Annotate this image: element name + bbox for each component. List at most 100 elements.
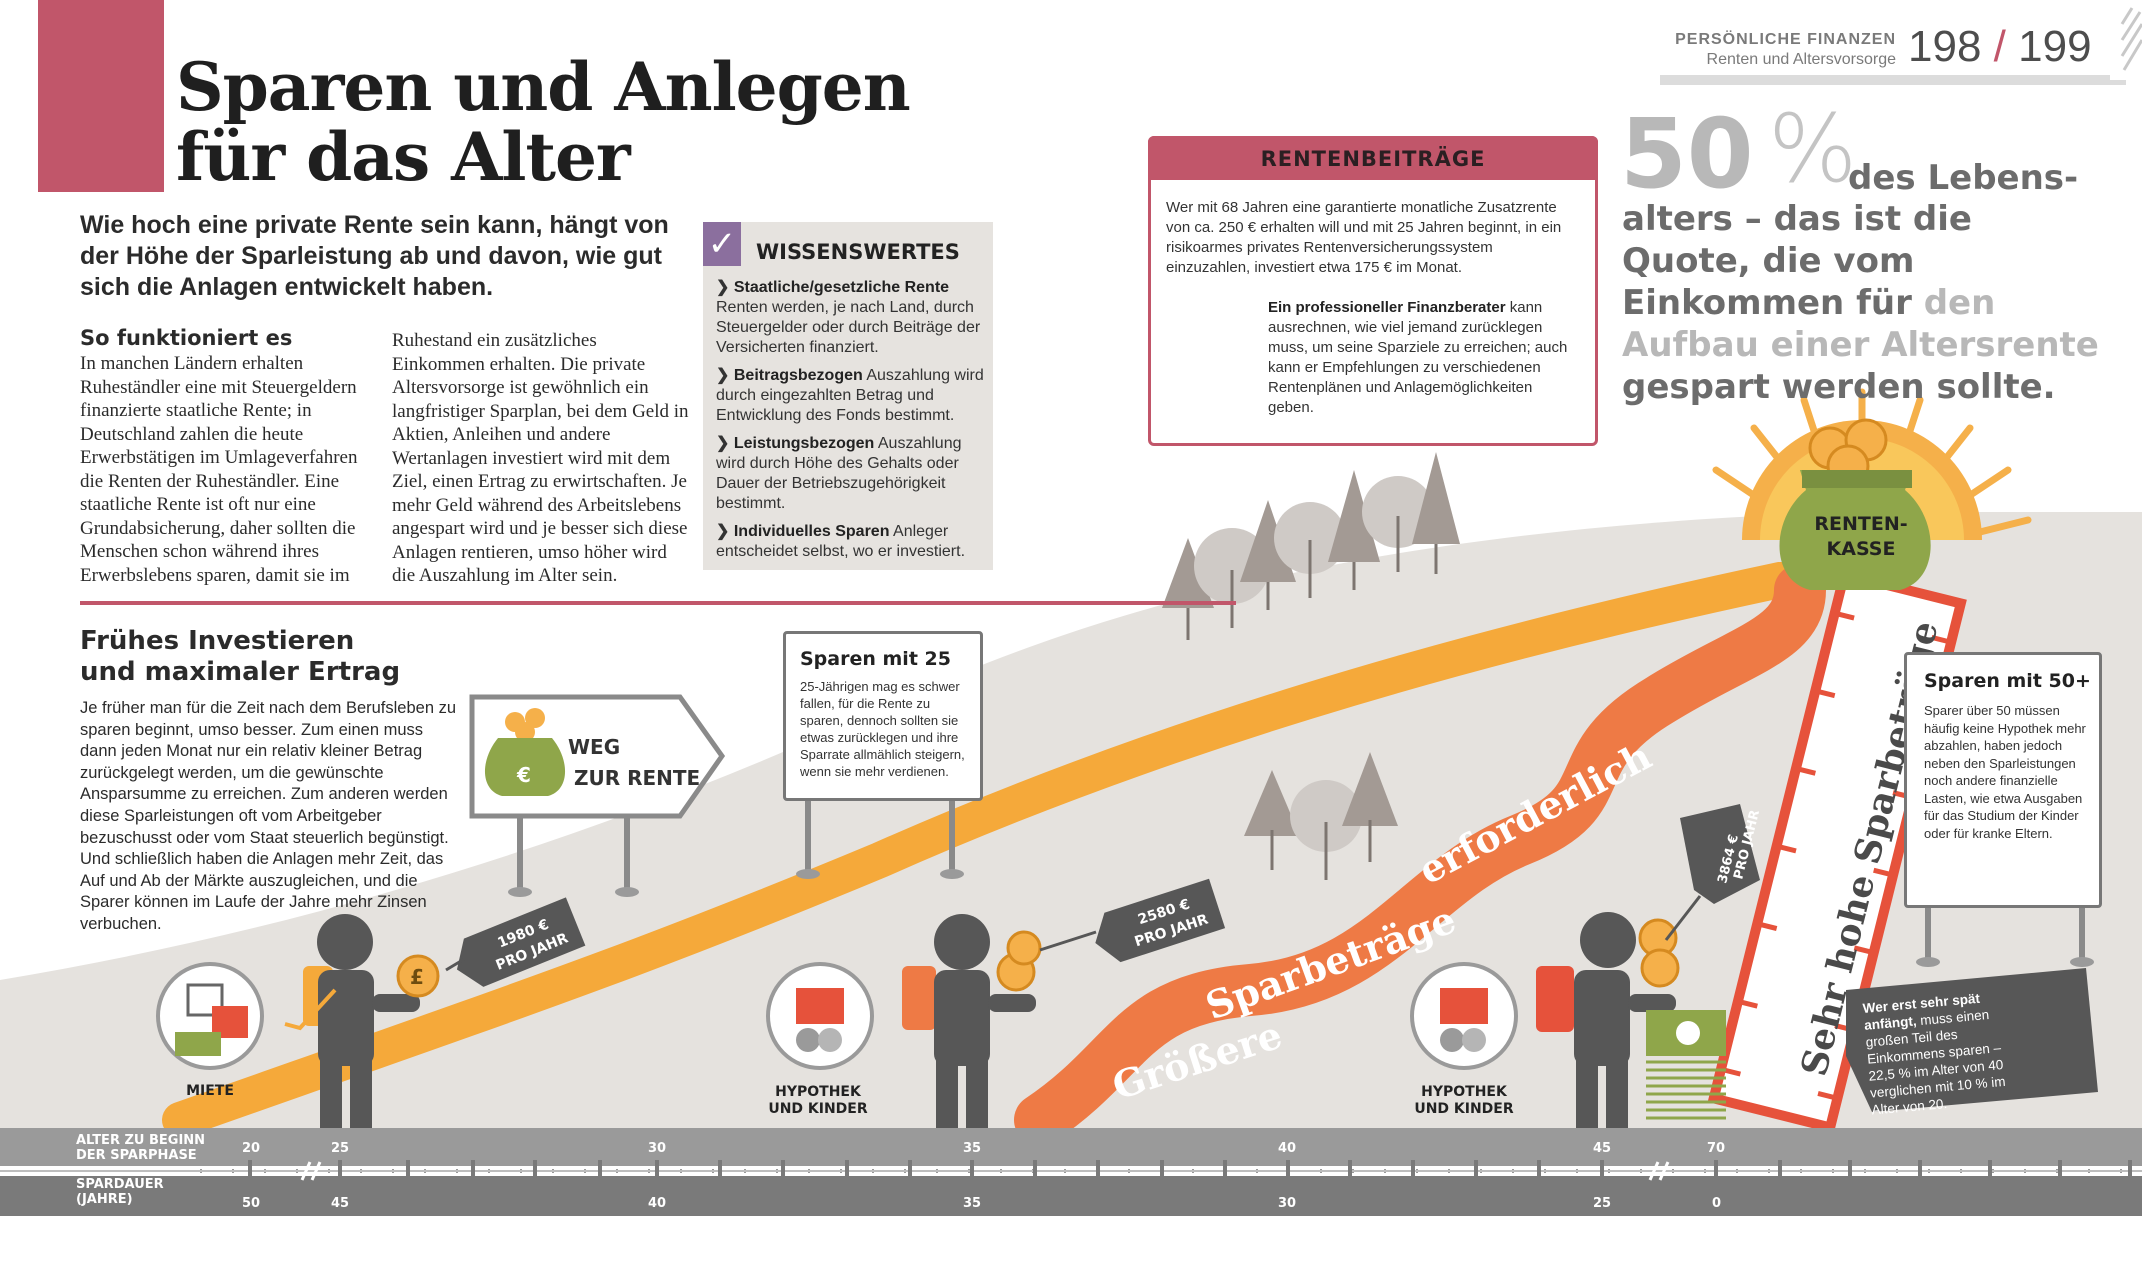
banknote-stack-icon — [1646, 1010, 1726, 1120]
weg-sign-line-2: ZUR RENTE — [574, 766, 701, 790]
age-tick: 35 — [963, 1141, 982, 1156]
list-item-term: Leistungsbezogen — [733, 435, 875, 452]
duration-tick: 45 — [331, 1196, 350, 1211]
corner-stripes — [2120, 7, 2142, 71]
page-separator: / — [1993, 22, 2006, 71]
rentenkasse-label: RENTEN- KASSE — [1808, 512, 1914, 562]
advisor-bold: Ein professioneller Finanzberater — [1268, 299, 1506, 316]
page-numbers: 198 / 199 — [1908, 22, 2092, 72]
red-savings-path — [1014, 564, 1826, 1146]
weg-sign-line-1: WEG — [568, 735, 621, 759]
sparen-25-text: 25-Jährigen mag es schwer fallen, für di… — [800, 679, 965, 779]
trees-top — [1162, 452, 1460, 640]
timeline-bar-top — [0, 1128, 2142, 1168]
saver-figure-3 — [1536, 912, 1680, 1130]
wissenswertes-title: WISSENSWERTES — [756, 240, 960, 264]
chevron-right-icon: ❯ — [716, 279, 734, 296]
title-line-2: für das Alter — [176, 118, 631, 196]
list-item: ❯ Individuelles Sparen Anleger entscheid… — [716, 522, 986, 562]
rentenbeitraege-paragraph-1: Wer mit 68 Jahren eine garantierte monat… — [1166, 199, 1562, 276]
age-tick: 20 — [242, 1141, 261, 1156]
age-tick: 30 — [648, 1141, 667, 1156]
duration-tick: 35 — [963, 1196, 982, 1211]
saver-figure-2 — [902, 914, 1042, 1130]
duration-tick: 0 — [1712, 1196, 1722, 1211]
house-family-icon-1 — [766, 962, 874, 1070]
list-item-term: Beitragsbezogen — [733, 367, 863, 384]
chevron-right-icon: ❯ — [716, 435, 734, 452]
trees-middle — [1244, 752, 1398, 880]
rent-calendar-icon — [156, 962, 264, 1070]
section-label: PERSÖNLICHE FINANZEN Renten und Altersvo… — [1660, 30, 1896, 70]
subsection-name: Renten und Altersvorsorge — [1706, 51, 1896, 68]
quote-first-line: des Lebens- — [1848, 158, 2079, 198]
rentenkasse-line-1: RENTEN- — [1814, 513, 1908, 535]
timeline-row1-label: ALTER ZU BEGINN DER SPARPHASE — [76, 1133, 205, 1163]
list-item-text: Auszahlung wird durch eingezahlten Betra… — [716, 367, 984, 424]
sign-posts-50 — [1925, 902, 2085, 960]
quote-highlight: den Aufbau einer Altersrente — [1622, 283, 2099, 365]
rentenkasse-line-2: KASSE — [1826, 538, 1896, 560]
label-kinder: UND KINDER — [768, 1101, 868, 1117]
header-ribbon — [38, 0, 164, 192]
svg-text:£: £ — [410, 965, 424, 989]
chevron-right-icon: ❯ — [716, 367, 734, 384]
bag-icon-small: € — [484, 708, 566, 796]
label-hypothek-1: HYPOTHEK UND KINDER — [768, 1084, 868, 1118]
label-hypothek: HYPOTHEK — [775, 1084, 861, 1100]
list-item: ❯ Staatliche/gesetzliche Rente Renten we… — [716, 278, 986, 358]
timeline-row2-label: SPARDAUER (JAHRE) — [76, 1177, 164, 1207]
list-item: ❯ Beitragsbezogen Auszahlung wird durch … — [716, 366, 986, 426]
sparen-50-box — [1904, 652, 2102, 908]
early-heading-line-1: Frühes Investieren — [80, 626, 355, 656]
list-item-term: Staatliche/gesetzliche Rente — [733, 279, 950, 296]
age-tick: 70 — [1707, 1141, 1726, 1156]
rentenbeitraege-paragraph-2: Ein professioneller Finanzberater kann a… — [1268, 298, 1582, 418]
timeline-bar-bottom — [0, 1176, 2142, 1216]
label-kinder: UND KINDER — [1414, 1101, 1514, 1117]
saver-figure-1: £ — [284, 914, 440, 1130]
sign-posts-25 — [805, 795, 955, 872]
page-title: Sparen und Anlegen für das Alter — [176, 52, 911, 196]
lead-text: Wie hoch eine private Rente sein kann, h… — [80, 211, 669, 301]
quote-part-a: alters – das ist die Quote, die vom Eink… — [1622, 199, 1972, 323]
duration-tick: 40 — [648, 1196, 667, 1211]
label-hypothek: HYPOTHEK — [1421, 1084, 1507, 1100]
advisor-text: kann ausrechnen, wie viel jemand zurückl… — [1268, 299, 1568, 416]
section-name: PERSÖNLICHE FINANZEN — [1675, 31, 1896, 48]
how-column-1: In manchen Ländern erhalten Ruheständler… — [80, 353, 358, 586]
label-miete: MIETE — [186, 1083, 234, 1099]
wissenswertes-box — [703, 222, 993, 570]
sparen-50-text: Sparer über 50 müssen häufig keine Hypot… — [1924, 703, 2086, 841]
weg-sign: € — [469, 694, 726, 897]
list-item: ❯ Leistungsbezogen Auszahlung wird durch… — [716, 434, 986, 514]
list-item-text: Anleger entscheidet selbst, wo er invest… — [716, 523, 966, 560]
list-item-text: Renten werden, je nach Land, durch Steue… — [716, 299, 981, 356]
orange-savings-path — [162, 562, 1818, 1138]
money-bag-icon — [1779, 418, 1931, 590]
sparen-25-title: Sparen mit 25 — [800, 648, 951, 670]
page-left: 198 — [1908, 22, 1982, 71]
timeline-row2-label-a: SPARDAUER — [76, 1177, 164, 1192]
sparen-50-title: Sparen mit 50+ — [1924, 670, 2091, 692]
duration-tick: 30 — [1278, 1196, 1297, 1211]
house-family-icon-2 — [1410, 962, 1518, 1070]
checkmark-icon: ✓ — [703, 222, 741, 266]
page-right: 199 — [2018, 22, 2092, 71]
age-tick: 45 — [1593, 1141, 1612, 1156]
timeline-break-marks — [300, 1161, 1670, 1181]
quote-text: alters – das ist die Quote, die vom Eink… — [1622, 198, 2102, 408]
early-body: Je früher man für die Zeit nach dem Beru… — [80, 699, 457, 933]
quote-part-b: gespart werden sollte. — [1622, 367, 2056, 407]
quote-number: 50 — [1620, 98, 1754, 210]
how-column-2: Ruhestand ein zusätzliches Einkommen erh… — [392, 330, 689, 586]
timeline-row2-label-b: (JAHRE) — [76, 1192, 133, 1207]
late-start-text: Wer erst sehr spät anfängt, muss einen g… — [1862, 986, 2032, 1118]
sparen-25-box — [783, 631, 983, 801]
rentenbeitraege-header — [1148, 136, 1598, 180]
top-rule — [1660, 75, 2126, 85]
list-item-text: Auszahlung wird durch Höhe des Gehalts o… — [716, 435, 962, 512]
duration-tick: 25 — [1593, 1196, 1612, 1211]
late-start-callout — [1846, 968, 2098, 1112]
